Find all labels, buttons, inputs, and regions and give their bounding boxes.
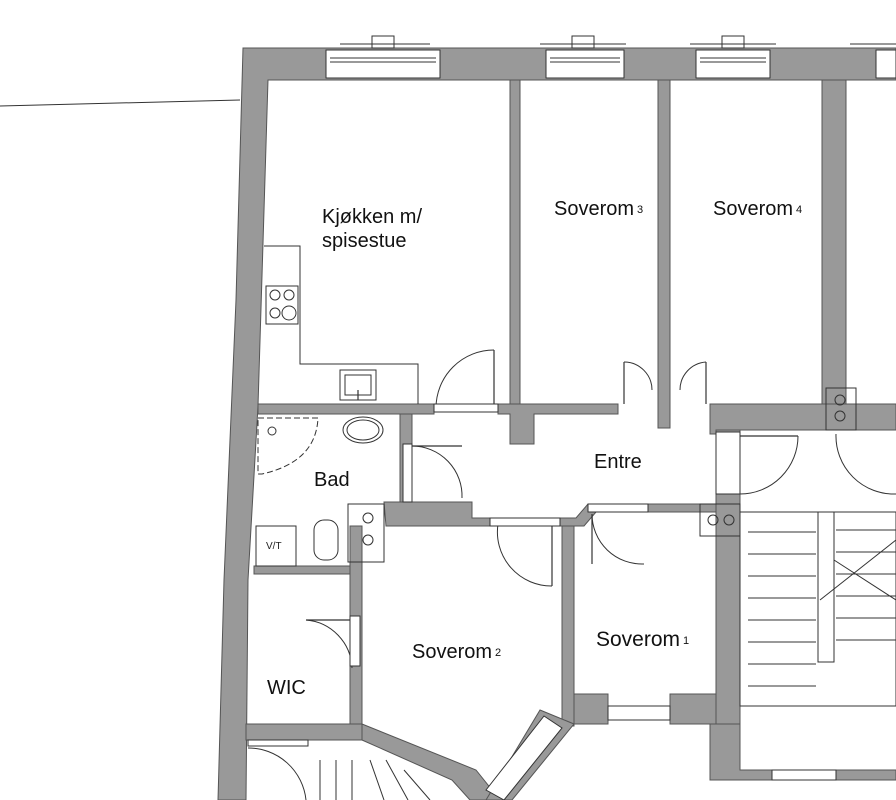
washer-dryer [255,525,297,567]
outer-wall-north-west [217,47,896,800]
north-windows [325,35,896,79]
door-bath [411,445,463,499]
door-bedroom-2 [496,523,553,587]
door-bedroom-1 [591,513,645,565]
toilet [313,519,339,561]
bedroom-3-number: 3 [637,204,644,216]
bedroom-4-label: Soverom [713,198,794,220]
window-east [875,49,896,79]
bedroom-2-label: Soverom [412,641,493,663]
kitchen-label-line2: spisestue [322,230,407,253]
wall-bed3-bed4 [657,79,671,429]
exterior-walls [217,47,896,800]
staircase [739,511,896,707]
wic-label: WIC [267,677,306,699]
bedroom-3-label: Soverom [554,198,635,220]
kitchen-label-line1: Kjøkken m/ [322,206,423,228]
kitchen-counter [264,245,419,404]
wall-bed2-bed1 [561,525,575,727]
bath-fixtures [255,387,857,567]
interior-walls [245,79,896,800]
doors [247,349,896,800]
window-bedroom-1 [607,705,671,721]
room-label-entry: Entre [594,452,642,472]
wall-bed4-east [821,79,847,429]
shower [257,417,319,475]
site-line [0,99,241,107]
cooktop [265,285,299,325]
room-label-kitchen: Kjøkken m/ spisestue [322,205,422,254]
door-kitchen [435,349,495,409]
room-label-wic: WIC [267,678,306,698]
door-bedroom-4 [679,361,707,391]
wall-bed2-southwest [361,723,501,800]
bedroom-2-number: 2 [495,647,502,659]
room-label-bathroom: Bad [314,470,350,490]
wall-wic-south [245,723,363,741]
shaft-bath [347,503,385,563]
window-bedroom-2 [485,715,563,800]
wall-bed1-south-b [669,693,717,725]
washbasin [342,416,384,444]
washer-dryer-label: V/T [266,541,282,552]
entry-label: Entre [594,451,642,473]
bedroom-1-label: Soverom [596,628,681,651]
stair-fragment-south [319,759,431,800]
wall-bed3-south [497,403,619,445]
wall-bath-south [253,565,351,575]
door-south [247,747,307,800]
wall-entry-south-a [383,501,491,527]
bedroom-4-number: 4 [796,204,803,216]
door-bedroom-3 [623,361,653,391]
window-bedroom-4 [695,49,771,79]
shaft-east [825,387,857,431]
wall-kitchen-south [257,403,435,415]
shower-drain [267,426,277,436]
window-bedroom-3 [545,49,625,79]
door-neighbor [835,433,896,495]
bathroom-label: Bad [314,469,350,491]
wall-stair-south [709,723,896,781]
door-wic [305,619,353,669]
bedroom-1-number: 1 [683,635,690,647]
window-kitchen [325,49,441,79]
door-stair [739,435,799,495]
wall-kitchen-bed3 [509,79,521,411]
window-stair [771,769,837,781]
wall-bed1-south-a [573,693,609,725]
